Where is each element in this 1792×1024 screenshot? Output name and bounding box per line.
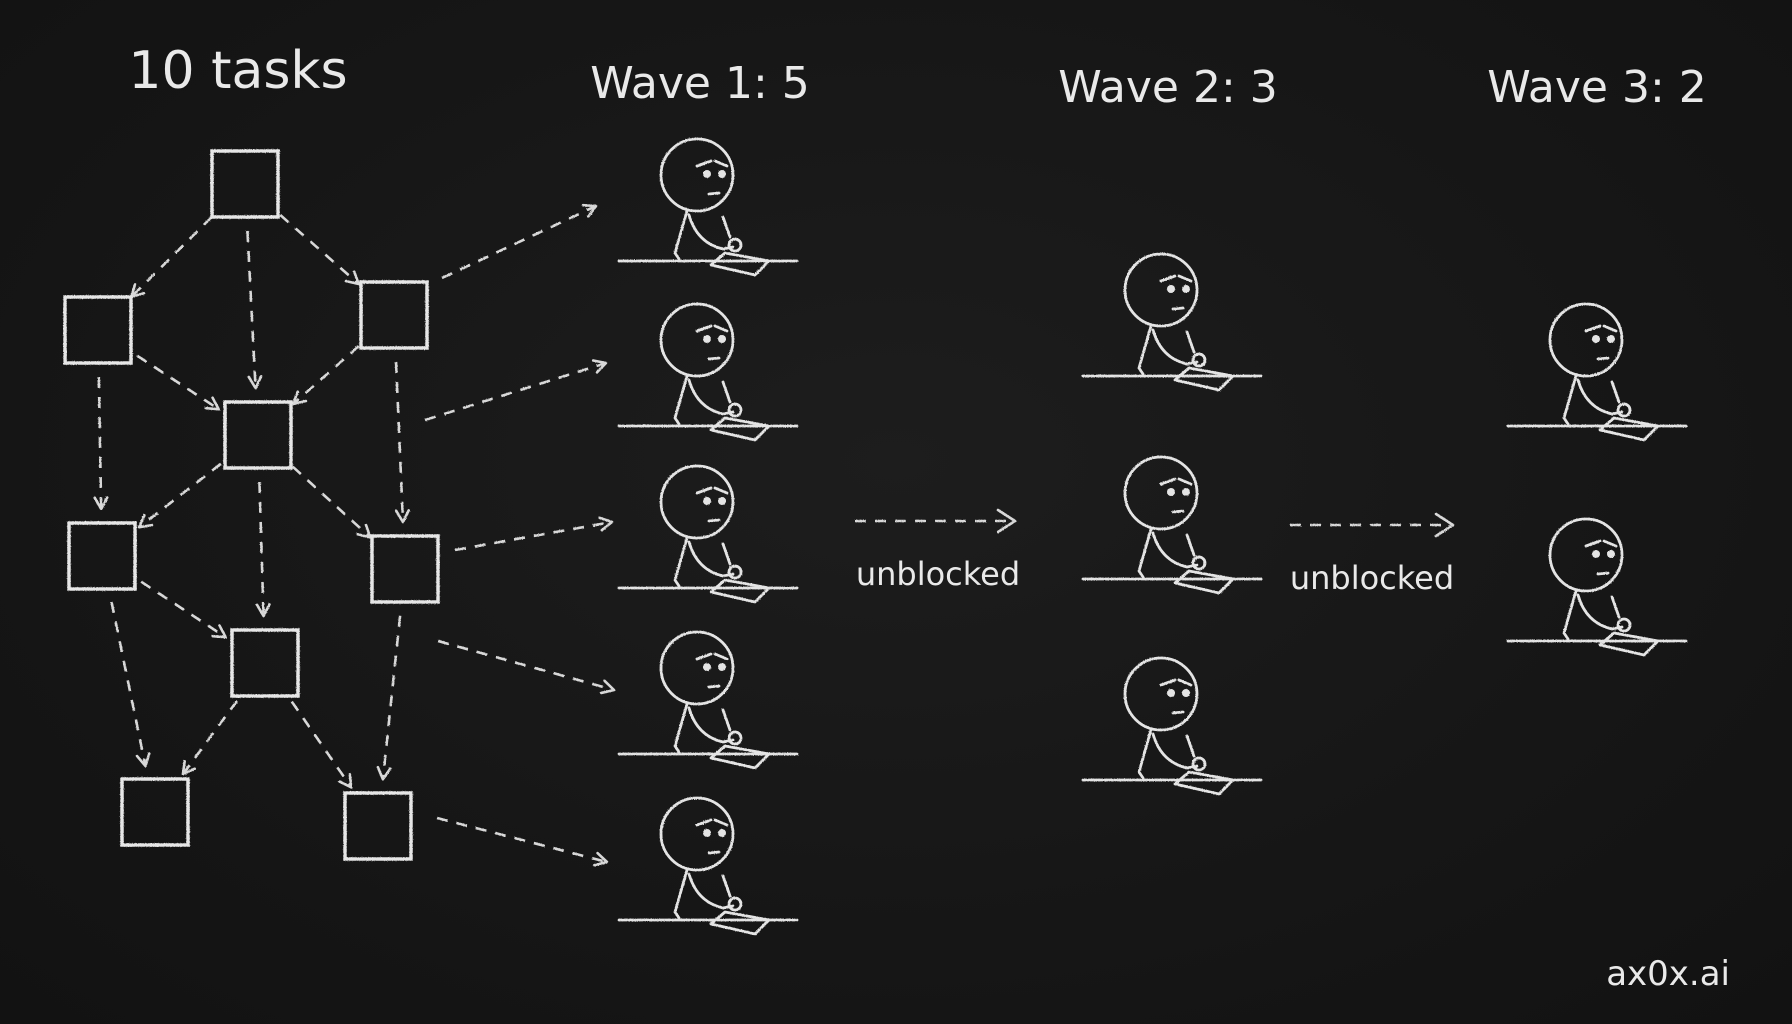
dependency-edge-arrowhead — [255, 603, 271, 618]
task-box-icon — [359, 280, 429, 350]
stick-figure-worker-icon — [617, 137, 799, 277]
dependency-edge-arrowhead — [93, 496, 109, 511]
dependency-edge — [394, 361, 410, 524]
dependency-edge-arrowhead — [376, 765, 392, 781]
dependency-edge-line — [130, 216, 213, 298]
stick-figure-worker-icon — [1081, 252, 1263, 392]
dispatch-arrow-arrowhead — [591, 359, 608, 374]
dependency-edge-line — [292, 345, 360, 405]
dependency-edge-arrowhead — [394, 509, 410, 524]
wave-3-label: Wave 3: 2 — [1487, 62, 1707, 113]
wave-1-workers — [617, 137, 799, 936]
dependency-edge — [110, 601, 151, 768]
stick-figure-worker-icon — [1081, 455, 1263, 595]
task-dependency-graph — [63, 149, 616, 867]
dependency-edge — [291, 465, 372, 539]
dispatch-arrow-line — [441, 204, 597, 280]
dependency-edge — [279, 214, 361, 286]
dependency-edge — [130, 216, 213, 299]
dependency-edge-line — [97, 376, 103, 510]
stick-figure-worker-icon — [617, 464, 799, 604]
task-box-icon — [223, 400, 293, 470]
dependency-edge-line — [291, 465, 372, 539]
dispatch-arrow-line — [424, 361, 607, 422]
dependency-edge-line — [290, 700, 353, 789]
dependency-edge-line — [394, 361, 405, 523]
dependency-edge — [376, 615, 402, 781]
dispatch-arrow — [441, 203, 598, 280]
dependency-edge-arrowhead — [291, 390, 308, 406]
dispatch-arrow-arrowhead — [581, 203, 598, 218]
task-box-icon — [67, 521, 137, 591]
dispatch-arrow-arrowhead — [600, 679, 616, 695]
transition-1 — [855, 508, 1017, 534]
dispatch-arrow-arrowhead — [598, 516, 614, 532]
stick-figure-worker-icon — [617, 302, 799, 442]
wave-1-label: Wave 1: 5 — [590, 58, 810, 109]
stick-figure-worker-icon — [617, 630, 799, 770]
dependency-edge — [246, 230, 263, 390]
dependency-edge — [137, 462, 222, 529]
dependency-edge-line — [246, 230, 257, 389]
task-box-icon — [343, 791, 413, 861]
wave-2-workers — [1081, 252, 1263, 796]
task-box-icon — [230, 628, 300, 698]
dependency-edge-arrowhead — [181, 760, 197, 776]
transition-2 — [1290, 512, 1455, 538]
dependency-edge-arrowhead — [204, 396, 221, 411]
dispatch-arrow — [424, 359, 608, 422]
stick-figure-worker-icon — [1081, 656, 1263, 796]
dispatch-arrow-line — [436, 816, 608, 864]
dispatch-arrow — [436, 816, 609, 867]
dependency-edge — [136, 354, 221, 411]
dependency-edge-arrowhead — [137, 513, 154, 529]
dependency-edge — [93, 376, 109, 511]
dependency-edge-arrowhead — [247, 375, 263, 390]
transition-1-arrowhead — [996, 508, 1017, 534]
dispatch-arrow — [454, 516, 614, 552]
task-box-icon — [63, 295, 133, 365]
dependency-edge — [290, 700, 353, 789]
wave-2-label: Wave 2: 3 — [1058, 62, 1278, 113]
transition-2-arrowhead — [1434, 512, 1455, 538]
dependency-edge-line — [110, 601, 147, 767]
dependency-edge — [140, 580, 228, 639]
brand-label: ax0x.ai — [1606, 954, 1730, 994]
task-box-icon — [120, 777, 190, 847]
dependency-edge-arrowhead — [211, 624, 228, 639]
task-box-icon — [210, 149, 280, 219]
dispatch-arrow — [437, 639, 616, 695]
dependency-edge-arrowhead — [135, 752, 151, 768]
dispatch-arrow-line — [437, 639, 615, 692]
dispatch-arrow-line — [454, 520, 613, 552]
dependency-edge-arrowhead — [338, 773, 353, 789]
workers-layer — [617, 137, 1688, 936]
dependency-edge-line — [181, 700, 239, 775]
dependency-edge-arrowhead — [344, 270, 361, 286]
stick-figure-worker-icon — [617, 796, 799, 936]
dependency-edge-line — [279, 214, 360, 285]
transition-1-label: unblocked — [856, 555, 1020, 593]
dependency-edge-line — [258, 481, 265, 617]
dependency-edge-line — [136, 354, 220, 411]
wave-3-workers — [1506, 302, 1688, 657]
task-box-icon — [370, 534, 440, 604]
dependency-edge — [255, 481, 271, 618]
dependency-edge — [181, 700, 239, 776]
transition-2-label: unblocked — [1290, 559, 1454, 597]
dependency-edge-line — [381, 615, 402, 780]
stick-figure-worker-icon — [1506, 302, 1688, 442]
title-ten-tasks: 10 tasks — [128, 41, 347, 101]
dispatch-arrow-arrowhead — [593, 851, 609, 867]
dependency-edge — [291, 345, 360, 406]
stick-figure-worker-icon — [1506, 517, 1688, 657]
dependency-edge-line — [140, 580, 227, 639]
dependency-edge-line — [138, 462, 222, 529]
